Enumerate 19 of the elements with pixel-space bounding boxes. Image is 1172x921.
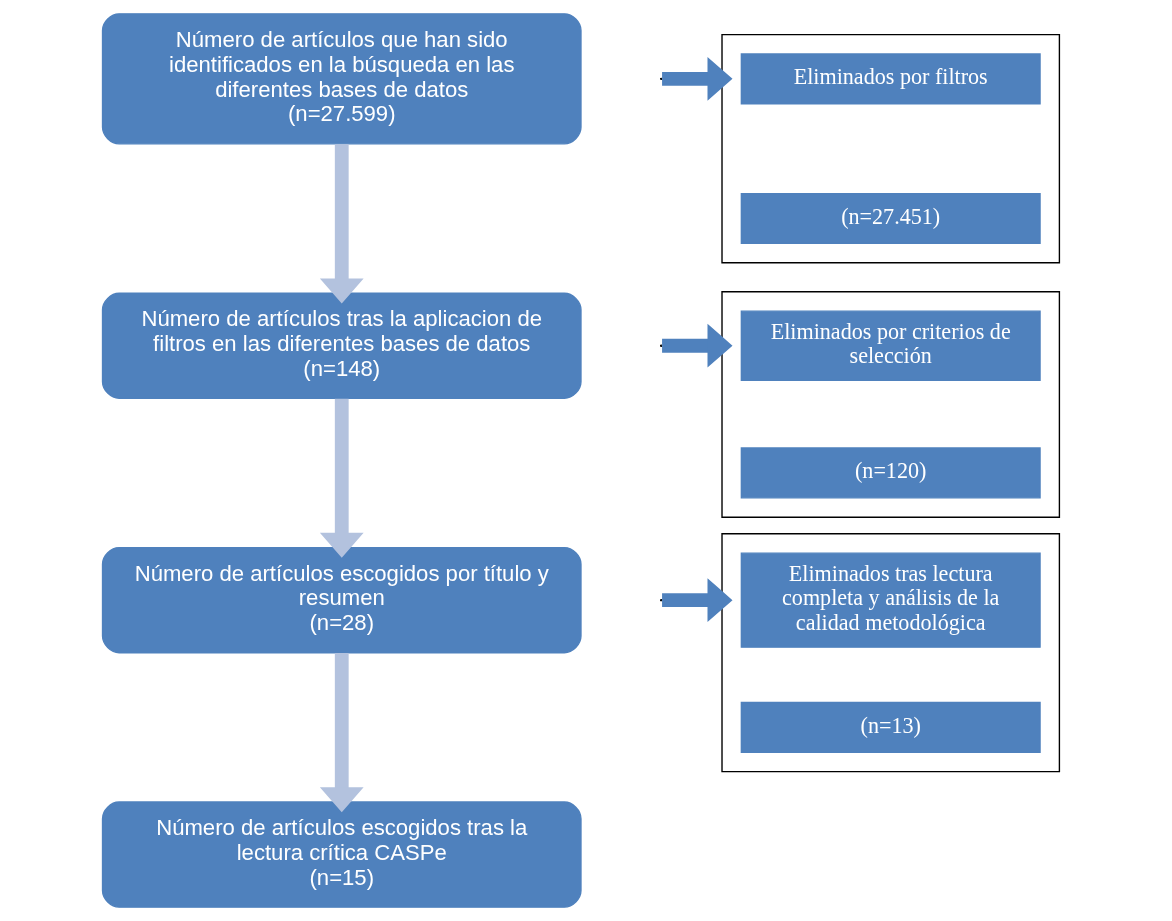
arrow	[661, 323, 732, 368]
arrow	[661, 578, 732, 623]
arrow	[661, 56, 732, 101]
node-box: Número de artículos escogidos tras la lectura crítica CASPe (n=15)	[101, 801, 582, 908]
node-box: (n=27.451)	[740, 192, 1041, 245]
node-box: Eliminados tras lectura completa y análisis de la calidad metodológica	[740, 552, 1041, 648]
node-box: (n=13)	[740, 701, 1041, 753]
cluster	[720, 291, 1060, 518]
node-box: (n=120)	[740, 447, 1041, 499]
arrow	[319, 398, 364, 558]
cluster	[720, 33, 1060, 264]
arrow	[319, 653, 364, 813]
cluster	[720, 533, 1060, 773]
node-box: Número de artículos escogidos por título y resumen (n=28)	[101, 546, 582, 654]
node-box: Eliminados por criterios de selección	[740, 310, 1041, 381]
node-box: Eliminados por filtros	[740, 53, 1041, 105]
arrow	[319, 144, 364, 304]
node-box: Número de artículos tras la aplicacion de filtros en las diferentes bases de datos (n=148)	[101, 292, 582, 399]
node-box: Número de artículos que han sido identificados en la búsqueda en las diferentes bases de datos (n=27.599)	[101, 13, 582, 145]
